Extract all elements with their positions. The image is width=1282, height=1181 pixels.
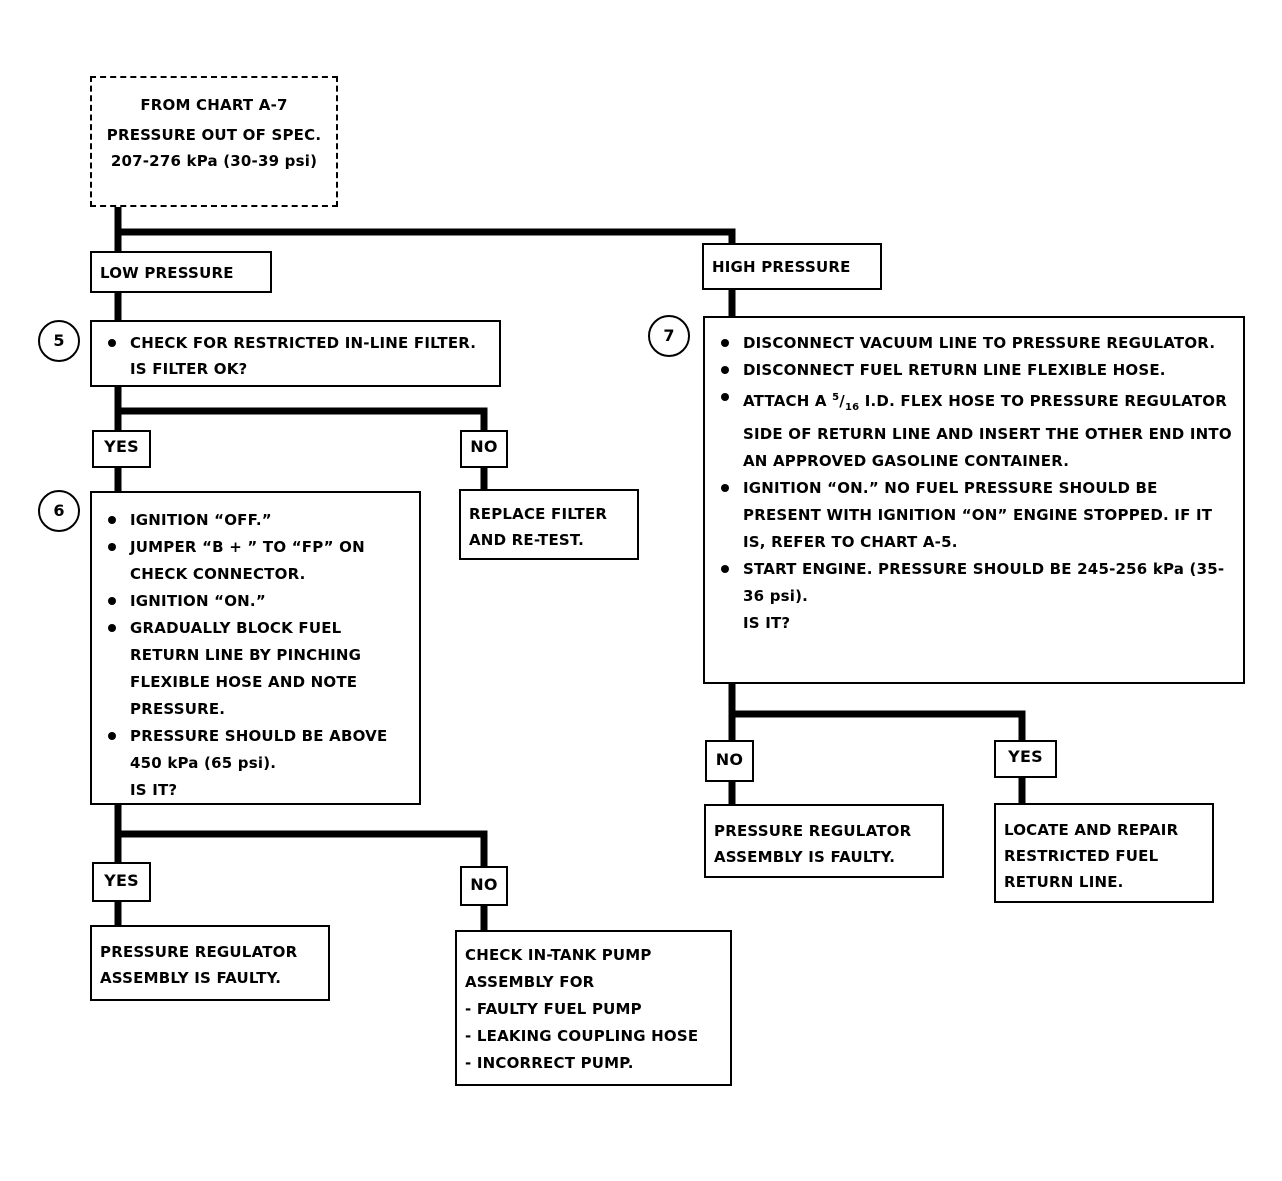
regulator-faulty-right-line-1: PRESSURE REGULATOR: [714, 822, 912, 840]
step-7-item3-suffix: I.D. FLEX HOSE TO PRESSURE REGULATOR SID…: [743, 392, 1232, 470]
step-5-no-box: NO: [460, 430, 508, 468]
step-5-number: 5: [53, 331, 65, 350]
step-5-yes-label: YES: [104, 437, 139, 456]
start-box: FROM CHART A-7 PRESSURE OUT OF SPEC. 207…: [90, 76, 338, 207]
replace-filter-box: REPLACE FILTER AND RE-TEST.: [459, 489, 639, 560]
regulator-faulty-left-line-1: PRESSURE REGULATOR: [100, 943, 298, 961]
step-5-marker: 5: [38, 320, 80, 362]
fraction-numerator: 5: [832, 392, 840, 403]
step-6-marker: 6: [38, 490, 80, 532]
regulator-faulty-left-box: PRESSURE REGULATOR ASSEMBLY IS FAULTY.: [90, 925, 330, 1001]
step-6-yes-box: YES: [92, 862, 151, 902]
step-6-box: IGNITION “OFF.” JUMPER “B + ” TO “FP” ON…: [90, 491, 421, 805]
replace-filter-line-2: AND RE-TEST.: [469, 531, 584, 549]
step-5-yes-box: YES: [92, 430, 151, 468]
step-5-no-label: NO: [470, 437, 498, 456]
step-6-item: GRADUALLY BLOCK FUEL RETURN LINE BY PINC…: [100, 615, 411, 723]
high-pressure-label: HIGH PRESSURE: [712, 258, 851, 276]
check-pump-item: LEAKING COUPLING HOSE: [465, 1023, 722, 1050]
check-pump-line-2: ASSEMBLY FOR: [465, 973, 595, 991]
step-7-marker: 7: [648, 315, 690, 357]
step-6-no-label: NO: [470, 875, 498, 894]
step-6-item: IGNITION “ON.”: [100, 588, 411, 615]
check-pump-box: CHECK IN-TANK PUMP ASSEMBLY FOR FAULTY F…: [455, 930, 732, 1086]
step-6-item: JUMPER “B + ” TO “FP” ON CHECK CONNECTOR…: [100, 534, 411, 588]
replace-filter-line-1: REPLACE FILTER: [469, 505, 608, 523]
start-line-1: FROM CHART A-7: [140, 96, 288, 114]
step-6-yes-label: YES: [104, 871, 139, 890]
check-pump-item: FAULTY FUEL PUMP: [465, 996, 722, 1023]
step-7-item: ATTACH A 5/16 I.D. FLEX HOSE TO PRESSURE…: [713, 384, 1235, 475]
locate-repair-line-3: RETURN LINE.: [1004, 873, 1124, 891]
step-7-yes-box: YES: [994, 740, 1057, 778]
locate-repair-box: LOCATE AND REPAIR RESTRICTED FUEL RETURN…: [994, 803, 1214, 903]
step-6-no-box: NO: [460, 866, 508, 906]
fraction-denominator: 16: [844, 402, 860, 413]
step-7-item: START ENGINE. PRESSURE SHOULD BE 245-256…: [713, 556, 1235, 610]
step-6-question: IS IT?: [130, 781, 178, 799]
step-6-item: PRESSURE SHOULD BE ABOVE 450 kPa (65 psi…: [100, 723, 411, 777]
step-7-item: IGNITION “ON.” NO FUEL PRESSURE SHOULD B…: [713, 475, 1235, 556]
low-pressure-box: LOW PRESSURE: [90, 251, 272, 293]
step-7-item: DISCONNECT FUEL RETURN LINE FLEXIBLE HOS…: [713, 357, 1235, 384]
step-7-no-label: NO: [715, 750, 744, 769]
low-pressure-label: LOW PRESSURE: [100, 264, 234, 282]
step-5-question: IS FILTER OK?: [130, 360, 248, 378]
locate-repair-line-1: LOCATE AND REPAIR: [1004, 821, 1179, 839]
check-pump-item: INCORRECT PUMP.: [465, 1050, 722, 1077]
step-7-yes-label: YES: [1008, 747, 1043, 766]
start-line-2: PRESSURE OUT OF SPEC.: [106, 126, 322, 144]
locate-repair-line-2: RESTRICTED FUEL: [1004, 847, 1159, 865]
step-6-number: 6: [53, 501, 65, 520]
step-7-number: 7: [663, 326, 675, 345]
step-7-item: DISCONNECT VACUUM LINE TO PRESSURE REGUL…: [713, 330, 1235, 357]
check-pump-line-1: CHECK IN-TANK PUMP: [465, 946, 652, 964]
step-7-item3-prefix: ATTACH A: [743, 392, 833, 410]
start-line-3: 207-276 kPa (30-39 psi): [110, 152, 318, 170]
step-7-question: IS IT?: [743, 614, 791, 632]
step-5-box: CHECK FOR RESTRICTED IN-LINE FILTER. IS …: [90, 320, 501, 387]
regulator-faulty-right-line-2: ASSEMBLY IS FAULTY.: [714, 848, 896, 866]
step-7-box: DISCONNECT VACUUM LINE TO PRESSURE REGUL…: [703, 316, 1245, 684]
regulator-faulty-right-box: PRESSURE REGULATOR ASSEMBLY IS FAULTY.: [704, 804, 944, 878]
high-pressure-box: HIGH PRESSURE: [702, 243, 882, 290]
step-5-item: CHECK FOR RESTRICTED IN-LINE FILTER.: [100, 330, 491, 356]
step-6-item: IGNITION “OFF.”: [100, 507, 411, 534]
regulator-faulty-left-line-2: ASSEMBLY IS FAULTY.: [100, 969, 282, 987]
step-7-no-box: NO: [705, 740, 754, 782]
